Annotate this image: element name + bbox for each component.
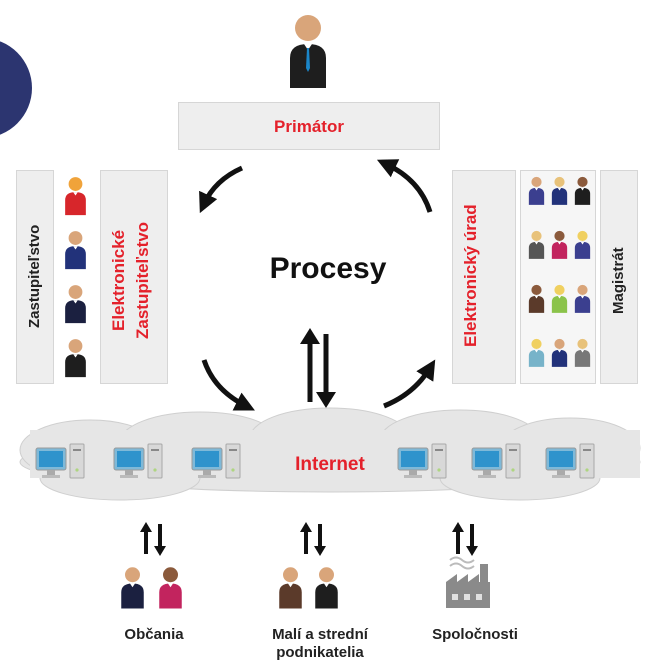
podnikatelia-label-line1: Malí a strední [272,626,368,643]
entrepreneur-person-icon [315,567,338,609]
people-layer [65,176,591,609]
internet-label: Internet [295,454,365,475]
staff-person-icon [574,176,591,205]
staff-person-icon [574,230,591,259]
magistrat-panel: Magistrát [600,170,638,384]
elektronicke-zastupitelstvo-panel: Elektronické Zastupiteľstvo [100,170,168,384]
staff-person-icon [528,176,545,205]
procesy-title: Procesy [269,252,387,285]
zastupitelstvo-panel: Zastupiteľstvo [16,170,54,384]
computer-icon [35,443,85,479]
staff-person-icon [528,284,545,313]
cycle-arrow-bottom-left [201,359,255,411]
computer-icon [113,443,163,479]
computer-layer [35,443,595,479]
obcania-label: Občania [124,626,184,643]
computer-icon [471,443,521,479]
cycle-arrow-top-right [376,159,433,213]
council-person-icon [65,231,86,270]
podnikatelia-exchange-arrows-icon [300,522,326,556]
citizen-person-icon [159,567,182,609]
staff-person-icon [551,284,568,313]
computer-icon [191,443,241,479]
obcania-caption: Občania [94,626,214,643]
spolocnosti-label: Spoločnosti [432,626,518,643]
mayor-person-icon [290,15,326,88]
citizen-person-icon [121,567,144,609]
cycle-arrow-bottom-right [383,359,436,409]
primator-panel: Primátor [178,102,440,150]
elektronicky-urad-panel: Elektronický úrad [452,170,516,384]
central-exchange-arrows-icon [300,328,336,408]
staff-person-icon [551,176,568,205]
cycle-arrow-top-left [199,165,244,214]
staff-person-icon [528,230,545,259]
factory-icon [446,556,490,608]
staff-person-icon [551,338,568,367]
spolocnosti-caption: Spoločnosti [410,626,540,643]
council-person-icon [65,339,86,378]
staff-person-icon [574,338,591,367]
podnikatelia-caption: Malí a strední podnikatelia [238,626,402,662]
entrepreneur-person-icon [279,567,302,609]
council-person-icon [65,177,86,216]
staff-person-icon [551,230,568,259]
podnikatelia-label-line2: podnikatelia [276,644,364,661]
obcania-exchange-arrows-icon [140,522,166,556]
computer-icon [397,443,447,479]
spolocnosti-exchange-arrows-icon [452,522,478,556]
computer-icon [545,443,595,479]
staff-person-icon [528,338,545,367]
primator-label: Primátor [274,117,344,136]
staff-person-icon [574,284,591,313]
council-person-icon [65,285,86,324]
